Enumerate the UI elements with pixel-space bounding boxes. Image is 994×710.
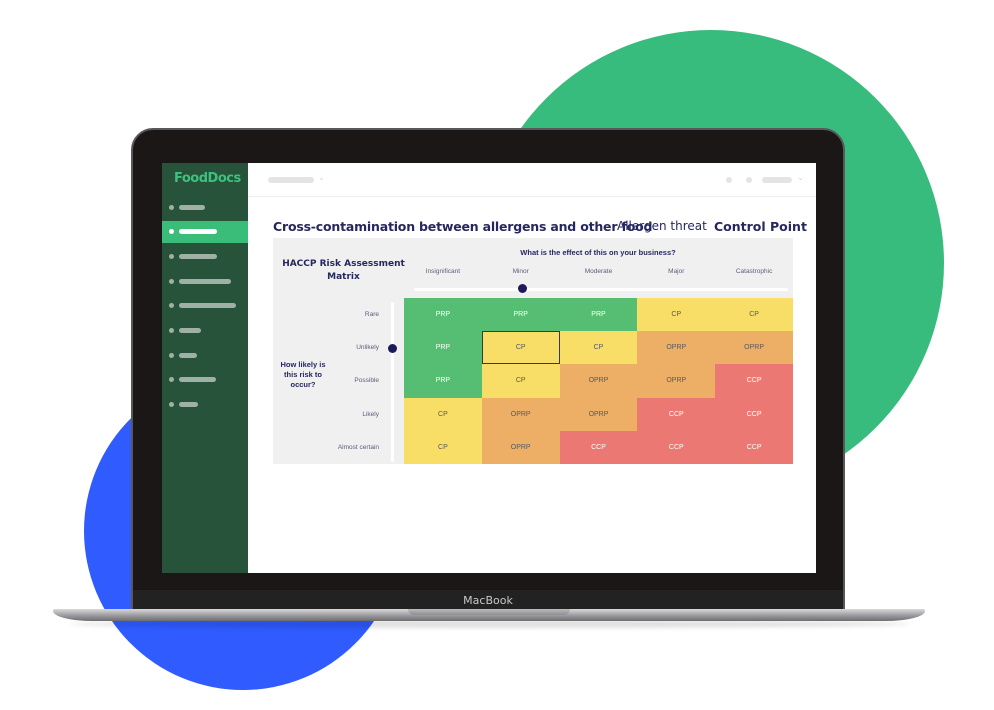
matrix-cell[interactable]: CCP	[715, 364, 793, 398]
matrix-cell[interactable]: PRP	[404, 364, 482, 398]
chevron-down-icon[interactable]: ⌄	[318, 173, 325, 182]
bullet-icon	[169, 303, 174, 309]
likelihood-label[interactable]: Unlikely	[356, 344, 379, 352]
laptop-notch	[408, 609, 570, 615]
sidebar-item-label-placeholder	[179, 204, 205, 210]
chevron-down-icon[interactable]: ⌄	[797, 173, 804, 182]
user-menu[interactable]	[762, 177, 792, 183]
sidebar-item-1[interactable]	[162, 220, 248, 243]
matrix-cell[interactable]: OPRP	[637, 364, 716, 398]
location-selector[interactable]	[268, 177, 314, 183]
top-bar: ⌄ ⌄	[248, 163, 816, 197]
likelihood-label[interactable]: Almost certain	[337, 443, 379, 451]
bullet-icon	[169, 229, 174, 235]
bullet-icon	[169, 204, 174, 210]
bullet-icon	[169, 253, 174, 259]
laptop-shadow	[70, 620, 910, 628]
matrix-cell[interactable]: CCP	[559, 430, 638, 464]
sidebar-item-label-placeholder	[179, 352, 197, 358]
risk-result: Control Point	[714, 219, 807, 234]
likelihood-slider-thumb[interactable]	[388, 344, 397, 353]
bullet-icon	[169, 278, 174, 284]
notification-icon[interactable]	[726, 177, 732, 183]
sidebar-item-label-placeholder	[179, 253, 217, 259]
matrix-cell[interactable]: CCP	[637, 397, 716, 431]
likelihood-label[interactable]: Possible	[354, 377, 379, 385]
sidebar-item-label-placeholder	[179, 229, 217, 235]
likelihood-question: How likely is this risk to occur?	[280, 360, 326, 389]
matrix-cell[interactable]: CP	[404, 430, 482, 464]
bullet-icon	[169, 402, 174, 408]
sidebar-item-0[interactable]	[162, 196, 248, 218]
matrix-cell[interactable]: OPRP	[559, 364, 638, 398]
effect-slider-track[interactable]	[414, 288, 788, 291]
likelihood-label[interactable]: Likely	[362, 410, 379, 418]
effect-label[interactable]: Minor	[512, 268, 529, 275]
laptop-base	[53, 609, 925, 621]
bullet-icon	[169, 377, 174, 383]
effect-question: What is the effect of this on your busin…	[520, 248, 676, 257]
sidebar-item-4[interactable]	[162, 295, 248, 317]
effect-label[interactable]: Catastrophic	[735, 268, 773, 275]
sidebar-item-label-placeholder	[179, 303, 236, 309]
effect-slider-thumb[interactable]	[518, 284, 527, 293]
sidebar-item-label-placeholder	[179, 402, 198, 408]
sidebar-item-label-placeholder	[179, 328, 201, 333]
matrix-cell[interactable]: OPRP	[637, 331, 716, 365]
hazard-type: Allergen threat	[617, 219, 707, 233]
bullet-icon	[169, 328, 174, 333]
likelihood-label[interactable]: Rare	[364, 311, 379, 319]
sidebar-item-6[interactable]	[162, 344, 248, 366]
matrix-cell[interactable]: CCP	[715, 430, 793, 464]
sidebar-item-label-placeholder	[179, 278, 231, 284]
sidebar-item-7[interactable]	[162, 369, 248, 391]
sidebar-item-3[interactable]	[162, 270, 248, 292]
likelihood-slider-track[interactable]	[391, 302, 394, 462]
matrix-cell[interactable]: PRP	[404, 298, 482, 332]
matrix-cell[interactable]: CCP	[637, 430, 716, 464]
matrix-cell[interactable]: PRP	[481, 298, 560, 332]
matrix-cell[interactable]: OPRP	[715, 331, 793, 365]
sidebar-item-5[interactable]	[162, 320, 248, 342]
laptop-chin: MacBook	[133, 590, 843, 612]
effect-label[interactable]: Major	[668, 268, 685, 275]
matrix-title: HACCP Risk Assessment Matrix	[282, 259, 405, 282]
bullet-icon	[169, 352, 174, 358]
effect-label[interactable]: Insignificant	[425, 268, 461, 275]
matrix-cell[interactable]: OPRP	[481, 397, 560, 431]
matrix-cell[interactable]: PRP	[404, 331, 482, 365]
matrix-cell[interactable]: CP	[404, 397, 482, 431]
sidebar: FoodDocs	[162, 163, 248, 573]
device-label: MacBook	[463, 594, 513, 607]
matrix-cell[interactable]: CP	[637, 298, 716, 332]
effect-label[interactable]: Moderate	[584, 268, 613, 275]
matrix-cell[interactable]: CP	[715, 298, 793, 332]
page-title: Cross-contamination between allergens an…	[273, 219, 653, 234]
matrix-cell[interactable]: CP	[559, 331, 638, 365]
matrix-cell[interactable]: OPRP	[559, 397, 638, 431]
matrix-cell[interactable]: PRP	[559, 298, 638, 332]
matrix-cell[interactable]: CCP	[715, 397, 793, 431]
sidebar-item-2[interactable]	[162, 245, 248, 267]
matrix-cell[interactable]: CP	[481, 331, 560, 365]
sidebar-item-label-placeholder	[179, 377, 216, 383]
effect-labels: Insignificant Minor Moderate Major Catastrop…	[404, 268, 793, 275]
app-logo[interactable]: FoodDocs	[174, 171, 241, 186]
matrix-cell[interactable]: OPRP	[481, 430, 560, 464]
risk-matrix-card: HACCP Risk Assessment Matrix What is the…	[273, 238, 793, 464]
app-screen: FoodDocs ⌄ ⌄ Cross-contamination between…	[162, 163, 816, 573]
help-icon[interactable]	[746, 177, 752, 183]
sidebar-item-8[interactable]	[162, 394, 248, 416]
matrix-cell[interactable]: CP	[481, 364, 560, 398]
